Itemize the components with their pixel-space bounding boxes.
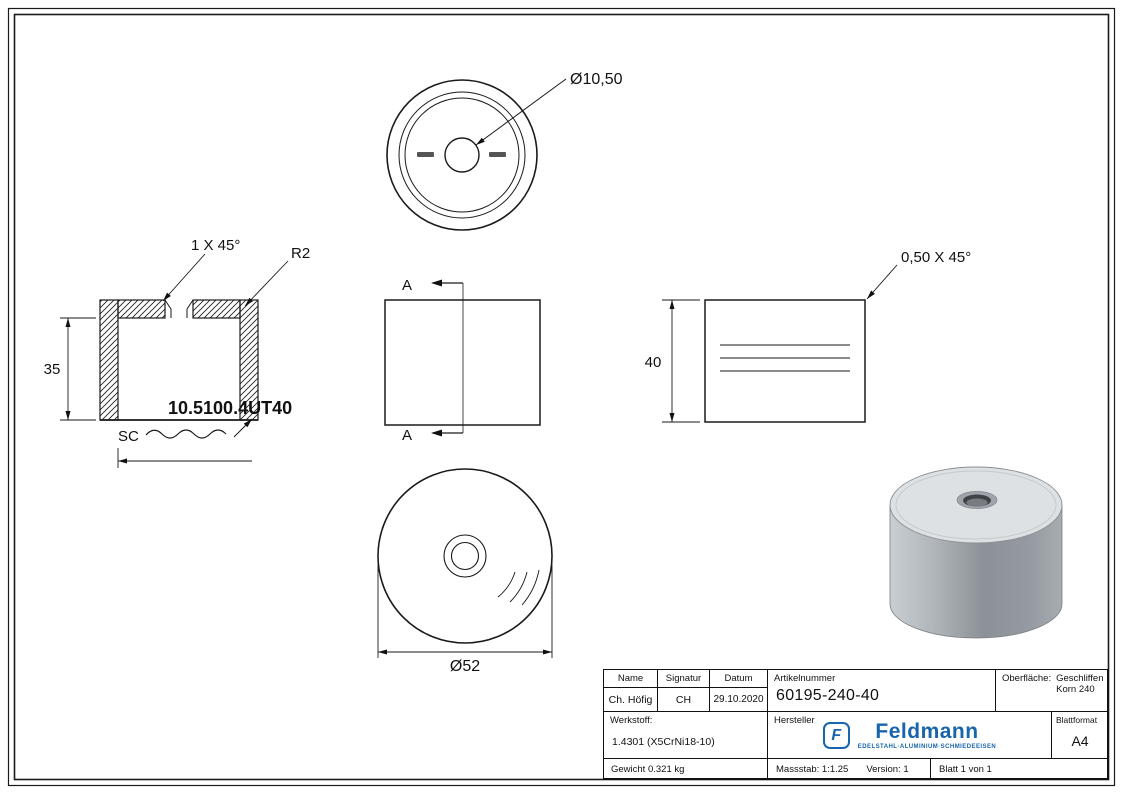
scale-value: Massstab: 1:1.25 xyxy=(776,763,849,775)
feldmann-logo-icon: F xyxy=(822,722,850,749)
height-40-label: 40 xyxy=(645,354,662,371)
hole-floor xyxy=(966,498,988,507)
section-letter-bottom: A xyxy=(402,427,412,444)
hole-chamfer-right xyxy=(186,299,194,318)
hole-diameter-label: Ø10,50 xyxy=(570,71,623,88)
format-header: Blattformat xyxy=(1056,715,1098,725)
material-header: Werkstoff: xyxy=(610,715,653,726)
height-35-label: 35 xyxy=(44,361,61,378)
signature-header: Signatur xyxy=(665,673,702,684)
manufacturer-header: Hersteller xyxy=(774,715,815,726)
chamfer-050x45-label: 0,50 X 45° xyxy=(901,249,971,266)
leader-arrowhead xyxy=(243,419,252,428)
name-header-cell: Name xyxy=(604,670,658,688)
section-letter-top: A xyxy=(402,277,412,294)
hatch-wall-left xyxy=(99,299,119,421)
hole-leader-line xyxy=(475,78,567,146)
polish-arc xyxy=(509,571,528,603)
name-value: Ch. Höfig xyxy=(608,693,653,706)
chamfer-1x45-label: 1 X 45° xyxy=(191,237,240,254)
bottom-hole-ring xyxy=(443,534,487,578)
article-number: 60195-240-40 xyxy=(776,687,880,704)
date-value-cell: 29.10.2020 xyxy=(710,688,768,712)
material-value: 1.4301 (X5CrNi18-10) xyxy=(612,736,715,748)
view-section: 35 1 X 45° R2 10.5100.4UT40 SC xyxy=(44,237,310,468)
signature-header-cell: Signatur xyxy=(658,670,710,688)
title-block: Name Signatur Datum Artikelnummer 60195-… xyxy=(603,669,1109,780)
frame-outer xyxy=(7,7,1116,787)
format-value: A4 xyxy=(1071,733,1089,749)
polish-arc xyxy=(497,571,516,598)
scale-cell: Massstab: 1:1.25 Version: 1 xyxy=(768,759,931,780)
leader-arrowhead xyxy=(163,292,171,301)
surface-header: Oberfläche: xyxy=(1002,673,1052,684)
sheet-value: Blatt 1 von 1 xyxy=(939,763,992,775)
polish-arc xyxy=(521,569,540,606)
chamfer-leader xyxy=(162,253,206,302)
material-cell: Werkstoff: 1.4301 (X5CrNi18-10) xyxy=(604,712,768,759)
surface-cell: Oberfläche: Geschliffen Korn 240 xyxy=(996,670,1109,712)
radius-r2-label: R2 xyxy=(291,245,310,262)
name-value-cell: Ch. Höfig xyxy=(604,688,658,712)
leader-arrowhead xyxy=(245,297,253,306)
garbled-prefix-text: SC xyxy=(118,428,139,445)
hole-chamfer-left xyxy=(164,299,172,318)
top-chamfer-circle xyxy=(404,97,520,213)
sheet-cell: Blatt 1 von 1 xyxy=(931,759,1109,780)
side-outline xyxy=(704,299,866,423)
brand-name: Feldmann xyxy=(875,720,979,743)
dim-arrowhead xyxy=(543,649,552,655)
article-cell: Artikelnummer 60195-240-40 xyxy=(768,670,996,712)
view-front: A A xyxy=(384,277,541,444)
weight-value: Gewicht 0.321 kg xyxy=(611,763,685,775)
hatch-top-left xyxy=(117,299,166,319)
scribble-line xyxy=(145,429,227,439)
diameter-52-label: Ø52 xyxy=(450,658,480,675)
date-header-cell: Datum xyxy=(710,670,768,688)
etched-mark-right xyxy=(489,152,506,157)
dim-arrowhead xyxy=(65,318,71,327)
dim-arrowhead xyxy=(669,300,675,309)
leader-arrowhead xyxy=(476,137,485,145)
feldmann-logo: F Feldmann EDELSTAHL·ALUMINIUM·SCHMIEDEE… xyxy=(768,721,1051,750)
top-outer-circle xyxy=(386,79,538,231)
section-arrowhead-top xyxy=(431,279,442,287)
view-top: Ø10,50 xyxy=(386,71,623,231)
version-value: Version: 1 xyxy=(866,763,909,775)
dim-arrowhead xyxy=(669,413,675,422)
brand-tagline: EDELSTAHL·ALUMINIUM·SCHMIEDEEISEN xyxy=(857,744,997,750)
top-hole-circle xyxy=(444,137,480,173)
front-outline xyxy=(384,299,541,426)
section-arrowhead-bottom xyxy=(431,429,442,437)
signature-value: CH xyxy=(675,693,692,706)
dim-arrowhead xyxy=(65,411,71,420)
view-bottom: Ø52 xyxy=(377,468,553,675)
signature-value-cell: CH xyxy=(658,688,710,712)
frame-inner xyxy=(13,13,1110,781)
dim-arrowhead xyxy=(378,649,387,655)
weight-cell: Gewicht 0.321 kg xyxy=(604,759,768,780)
cylinder-top-chamfer xyxy=(895,470,1057,540)
date-value: 29.10.2020 xyxy=(713,694,764,705)
manufacturer-cell: Hersteller F Feldmann EDELSTAHL·ALUMINIU… xyxy=(768,712,1052,759)
view-side: 40 0,50 X 45° xyxy=(645,249,971,423)
format-cell: Blattformat A4 xyxy=(1052,712,1109,759)
garbled-dimension-text: 10.5100.4UT40 xyxy=(168,398,292,418)
render-3d xyxy=(889,466,1063,639)
date-header: Datum xyxy=(724,673,753,684)
leader-arrowhead xyxy=(867,290,875,299)
top-ring-circle xyxy=(398,91,526,219)
bottom-hole-circle xyxy=(450,541,480,571)
article-header: Artikelnummer xyxy=(774,673,836,684)
etched-mark-left xyxy=(417,152,434,157)
name-header: Name xyxy=(617,673,644,684)
hatch-top-right xyxy=(192,299,241,319)
dim-arrowhead xyxy=(118,458,127,464)
surface-value: Geschliffen Korn 240 xyxy=(1056,673,1104,695)
radius-leader xyxy=(244,260,289,307)
bottom-outer-circle xyxy=(377,468,553,644)
